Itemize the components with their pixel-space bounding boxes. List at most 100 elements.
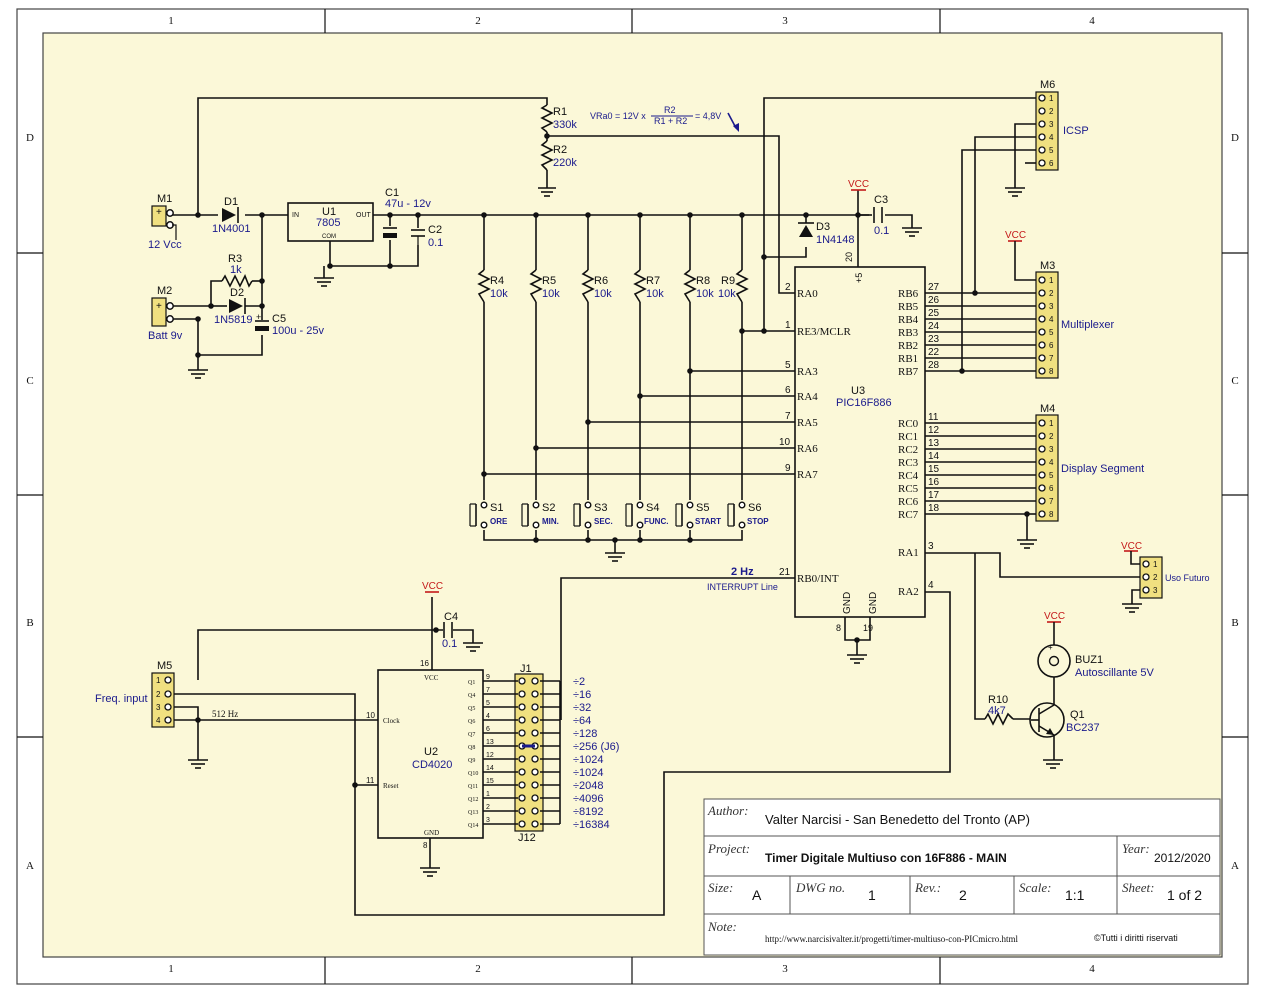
formula-den: R1 + R2 xyxy=(654,116,687,126)
r3-val: 1k xyxy=(230,264,242,276)
col-label: 3 xyxy=(782,15,788,27)
m3-pin: 2 xyxy=(1049,289,1054,298)
m5-pin: 3 xyxy=(156,703,161,712)
size-value: A xyxy=(752,887,762,903)
divider-label: ÷16 xyxy=(573,689,591,701)
u2-q-label: Q10 xyxy=(468,771,478,777)
m6-connector xyxy=(1035,91,1059,171)
vra0-formula: VRa0 = 12V x R2 R1 + R2 = 4,8V xyxy=(590,105,739,132)
s6-label: STOP xyxy=(747,517,769,526)
u1-val: 7805 xyxy=(316,217,340,229)
u3-pin-num: 23 xyxy=(928,334,940,345)
u2-q-pin: 14 xyxy=(486,765,494,772)
jumper-header xyxy=(514,673,544,832)
u2-q-label: Q7 xyxy=(468,732,475,738)
u3-pin19-num: 19 xyxy=(863,623,873,633)
future-pin: 2 xyxy=(1153,573,1158,582)
m3-pin: 4 xyxy=(1049,315,1054,324)
u3-right-pins: RB6 27 RB5 26 RB4 25 RB3 24 RB2 23 RB1 2… xyxy=(898,282,940,598)
interrupt-desc: INTERRUPT Line xyxy=(707,582,778,592)
future-connector xyxy=(1139,556,1163,599)
switch-s6 xyxy=(727,501,746,529)
r2-val: 220k xyxy=(553,157,577,169)
q1-val: BC237 xyxy=(1066,722,1100,734)
c2-capacitor xyxy=(411,229,425,245)
power-wires xyxy=(172,97,1038,553)
row-label: D xyxy=(26,132,34,144)
col-label: 1 xyxy=(168,963,174,975)
switches xyxy=(469,501,746,529)
u3-pin-num: 10 xyxy=(779,437,791,448)
jumper-pin xyxy=(531,820,539,828)
sheet-value: 1 of 2 xyxy=(1167,887,1202,903)
m1-desc: 12 Vcc xyxy=(148,239,182,251)
r8-ref: R8 xyxy=(696,275,710,287)
u1-pin-in: IN xyxy=(292,212,299,219)
u3-pin-num: 11 xyxy=(928,412,939,423)
u3-pin-name: RB7 xyxy=(898,366,919,378)
m5-hz: 512 Hz xyxy=(212,709,238,719)
col-label: 2 xyxy=(475,963,481,975)
formula-num: R2 xyxy=(664,105,676,115)
u3-pin-name: RB4 xyxy=(898,314,919,326)
u2-clock-pin: 10 xyxy=(366,711,375,720)
author-label: Author: xyxy=(707,803,748,818)
u3-pin-name: RC7 xyxy=(898,509,919,521)
row-label: B xyxy=(1231,617,1238,629)
m6-pin: 1 xyxy=(1049,94,1054,103)
project-label: Project: xyxy=(707,841,750,856)
r5-ref: R5 xyxy=(542,275,556,287)
c3-ref: C3 xyxy=(874,194,888,206)
u3-pin-name: RA5 xyxy=(797,417,818,429)
row-label: C xyxy=(1231,375,1238,387)
u3-pin-num: 9 xyxy=(785,463,791,474)
c4-ref: C4 xyxy=(444,611,458,623)
jumper-pin xyxy=(518,703,526,711)
u3-pin8-num: 8 xyxy=(836,623,841,633)
row-label: C xyxy=(26,375,33,387)
jumper-pin xyxy=(518,690,526,698)
r10-ref: R10 xyxy=(988,694,1008,706)
jumper-pin xyxy=(531,807,539,815)
jumper-pin xyxy=(518,716,526,724)
c4-capacitor xyxy=(443,622,453,638)
r10-resistor xyxy=(984,712,1014,726)
u2-cd4020 xyxy=(377,669,484,839)
svg-text:+: + xyxy=(156,207,162,218)
u2-q-pin: 7 xyxy=(486,687,490,694)
u2-val: CD4020 xyxy=(412,759,452,771)
u3-pin-name: RC1 xyxy=(898,431,918,443)
s1-label: ORE xyxy=(490,517,508,526)
u3-pin-name: RB2 xyxy=(898,340,918,352)
u2-q-label: Q1 xyxy=(468,680,475,686)
u2-wires xyxy=(172,597,474,868)
m3-pin: 3 xyxy=(1049,302,1054,311)
m4-connector xyxy=(1035,414,1059,522)
u3-gnd-left: GND xyxy=(842,592,853,614)
c5-ref: C5 xyxy=(272,313,286,325)
c2-ref: C2 xyxy=(428,224,442,236)
rights: ©Tutti i diritti riservati xyxy=(1094,933,1178,943)
d3-diode xyxy=(798,222,814,237)
m5-pin: 1 xyxy=(156,676,161,685)
future-desc: Uso Futuro xyxy=(1165,573,1210,583)
m6-pin: 6 xyxy=(1049,159,1054,168)
r9-ref: R9 xyxy=(721,275,735,287)
frame-row-labels: D C B A D C B A xyxy=(26,132,1239,872)
svg-text:+: + xyxy=(1048,643,1053,652)
u3-pin-num: 21 xyxy=(779,567,791,578)
frame-column-labels: 1 2 3 4 1 2 3 4 xyxy=(168,15,1095,975)
m5-ref: M5 xyxy=(157,660,172,672)
u1-pin-out: OUT xyxy=(356,212,372,219)
r4-ref: R4 xyxy=(490,275,504,287)
jumper-pin xyxy=(531,768,539,776)
d3-val: 1N4148 xyxy=(816,234,855,246)
u3-pin-num: 24 xyxy=(928,321,940,332)
rev-label: Rev.: xyxy=(914,880,941,895)
col-label: 4 xyxy=(1089,15,1095,27)
u2-vcc-pin: VCC xyxy=(424,674,439,682)
divider-label: ÷2048 xyxy=(573,780,604,792)
future-pin: 3 xyxy=(1153,586,1158,595)
jumper-pin xyxy=(531,781,539,789)
